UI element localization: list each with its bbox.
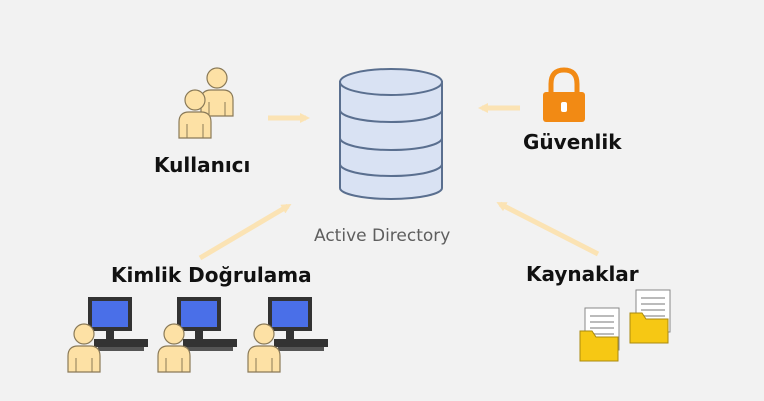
database-icon [339,68,443,200]
label-resources: Kaynaklar [526,262,639,286]
arrow-resources-to-ad [496,201,600,257]
folder-documents-icon [579,289,671,362]
padlock-icon [543,67,585,122]
label-security: Güvenlik [523,130,622,154]
users-icon [178,67,234,139]
label-active-directory: Active Directory [314,226,451,246]
label-authentication: Kimlik Doğrulama [111,263,312,287]
label-user: Kullanıcı [154,153,251,177]
arrow-auth-to-ad [198,203,292,261]
computer-user-icon [67,297,328,373]
